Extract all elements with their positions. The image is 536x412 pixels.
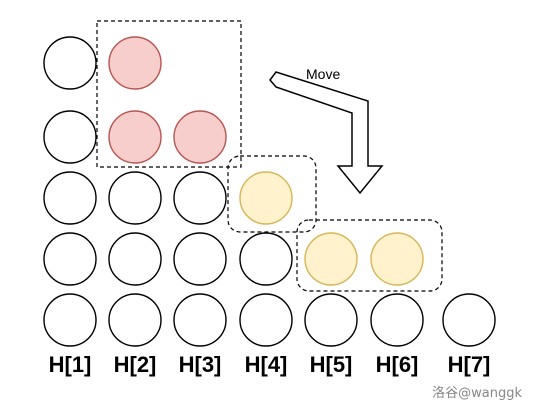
block-circle-red	[173, 110, 227, 164]
target-group-box	[296, 219, 443, 292]
red-group-box	[96, 20, 242, 168]
block-circle	[173, 171, 227, 225]
block-circle	[173, 293, 227, 347]
block-circle	[43, 232, 97, 286]
block-circle	[108, 293, 162, 347]
block-circle	[370, 293, 424, 347]
block-circle	[442, 293, 496, 347]
source-group-box	[227, 155, 317, 233]
block-circle	[239, 232, 293, 286]
block-circle	[108, 171, 162, 225]
watermark: 洛谷@wanggk	[432, 386, 522, 401]
block-circle-red	[108, 110, 162, 164]
block-circle-red	[108, 36, 162, 90]
block-circle-yellow	[304, 232, 358, 286]
column-label-h5: H[5]	[309, 352, 353, 377]
column-label-h6: H[6]	[375, 352, 419, 377]
block-circle-yellow	[370, 232, 424, 286]
block-circle-yellow	[239, 171, 293, 225]
block-circle	[304, 293, 358, 347]
block-circle	[43, 171, 97, 225]
move-arrow	[269, 71, 384, 195]
block-circle	[43, 110, 97, 164]
block-circle	[43, 293, 97, 347]
block-circle	[173, 232, 227, 286]
column-label-h2: H[2]	[113, 352, 157, 377]
block-circle	[239, 293, 293, 347]
block-circle	[43, 36, 97, 90]
column-label-h3: H[3]	[178, 352, 222, 377]
column-label-h7: H[7]	[447, 352, 491, 377]
column-label-h4: H[4]	[244, 352, 288, 377]
move-label: Move	[306, 66, 341, 82]
column-label-h1: H[1]	[48, 352, 92, 377]
block-circle	[108, 232, 162, 286]
